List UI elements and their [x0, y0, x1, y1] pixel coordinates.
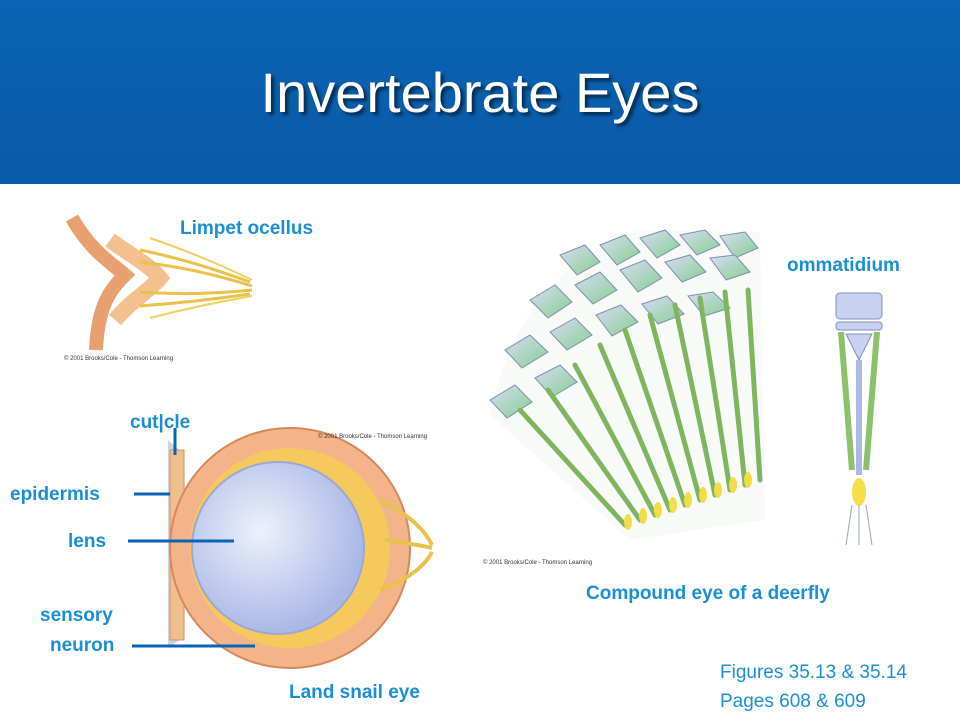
label-neuron: neuron [50, 635, 115, 656]
ommatidium-drawing [835, 292, 883, 546]
land-snail-eye-drawing [168, 427, 434, 669]
compound-eye-drawing [489, 229, 765, 540]
label-cuticle: cut|cle [130, 412, 191, 433]
figure-reference: Figures 35.13 & 35.14 [720, 662, 907, 683]
copyright-limpet: © 2001 Brooks/Cole - Thomson Learning [64, 356, 174, 362]
label-limpet-ocellus: Limpet ocellus [180, 218, 314, 239]
label-land-snail-eye: Land snail eye [289, 682, 420, 703]
label-compound-eye: Compound eye of a deerfly [586, 583, 830, 604]
page-reference: Pages 608 & 609 [720, 691, 866, 712]
copyright-compound: © 2001 Brooks/Cole - Thomson Learning [483, 560, 593, 566]
copyright-snail: © 2001 Brooks/Cole - Thomson Learning [318, 434, 428, 440]
label-sensory: sensory [40, 605, 113, 626]
label-ommatidium: ommatidium [787, 255, 900, 276]
limpet-ocellus-drawing [65, 214, 253, 351]
label-lens: lens [68, 531, 107, 552]
label-epidermis: epidermis [10, 484, 100, 505]
slide-header [0, 0, 960, 184]
pointer-lines [128, 492, 255, 648]
slide-title: Invertebrate Eyes [260, 61, 700, 124]
